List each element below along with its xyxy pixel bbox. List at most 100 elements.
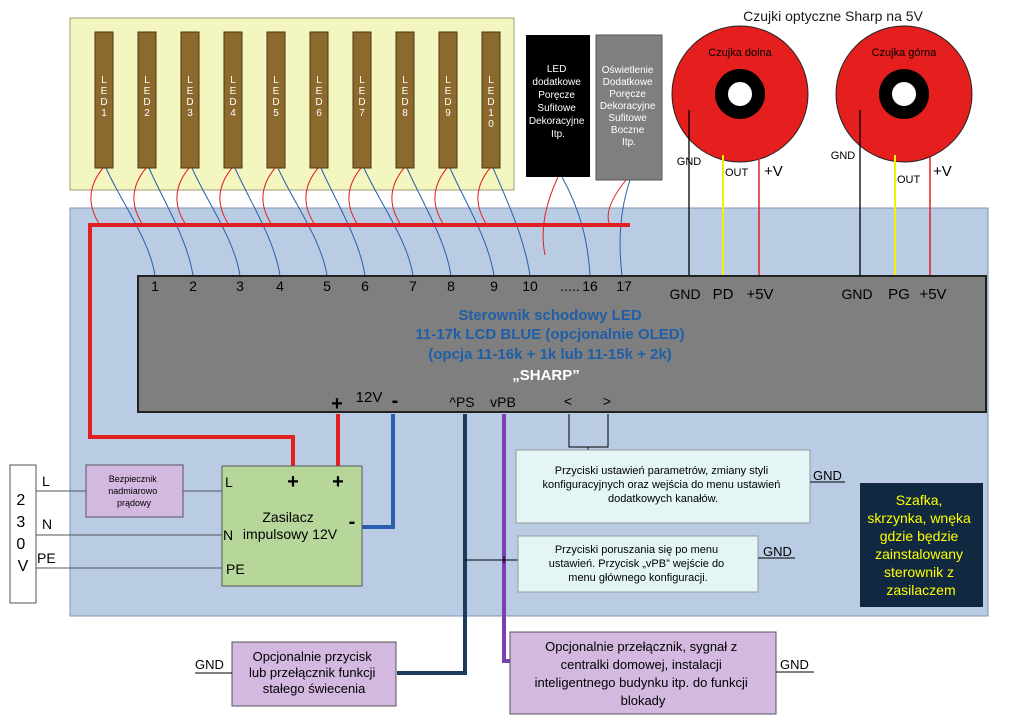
pin-minus-label: - [392,390,399,412]
psu-pe-label: PE [226,561,245,577]
opt-switch-box [509,631,777,715]
led-strip-6 [309,31,329,169]
opt-button-text: Opcjonalnie przycisk lub przełącznik fun… [249,649,379,696]
opt-button-box [231,641,397,707]
led-wire-blue [234,167,281,277]
mains-n-label: N [42,516,52,532]
controller-model: „SHARP” [512,367,580,384]
led-wire-red [391,167,405,226]
psu-box [221,465,363,587]
fuse-box [85,464,184,518]
channel-label: 2 [189,278,197,294]
led-strip-3 [180,31,200,169]
mains-voltage: 2 3 0 V [16,492,29,575]
extra-led-wire-red [542,176,559,256]
led-wire-blue [363,167,414,277]
led-wire-red [262,167,276,226]
lighting-text: Oświetlenie Dodatkowe Poręcze Dekoracyjn… [600,65,658,148]
channel-label: 4 [276,278,284,294]
extra-led-box [526,35,590,177]
pin-lt-label: < [564,393,572,409]
led-wire-red [219,167,233,226]
pin-plus-label: + [331,393,343,415]
psu-label: Zasilacz impulsowy 12V [243,509,338,542]
mains-box [9,464,37,604]
pin-pb-label: vPB [490,394,516,410]
led-wire-red [305,167,319,226]
cabinet-text: Szafka, skrzynka, wnęka gdzie będzie zai… [867,492,974,598]
led-strip-10 [481,31,501,169]
sensor-upper-v-label: +V [933,163,952,180]
psu-n-label: N [223,527,233,543]
led-wire-red [434,167,448,226]
channel-label: 17 [616,278,632,294]
led-wire-blue [406,167,452,277]
channel-label: 8 [447,278,455,294]
led-wire-blue [320,167,366,277]
mains-pe-label: PE [37,550,56,566]
led-wire-red [477,167,491,226]
channel-label: 6 [361,278,369,294]
controller-pin-5v-upper: +5V [919,286,946,303]
pin-gt-label: > [603,393,611,409]
led-wire-red [348,167,362,226]
sensor-upper-label: Czujka górna [872,47,938,59]
psu-plus1-label: + [287,471,299,493]
led-wire-blue [148,167,194,277]
sensor-lower-out-label: OUT [725,167,749,179]
led-wire-blue [492,167,531,277]
led-strip-8 [395,31,415,169]
opt-switch-text: Opcjonalnie przełącznik, sygnał z centra… [535,639,752,708]
controller-pin-gnd-lower: GND [669,286,700,302]
channel-label: 16 [582,278,598,294]
psu-plus2-label: + [332,471,344,493]
psu-minus-label: - [349,511,356,533]
sensor-upper-gnd-label: GND [831,150,856,162]
led-strip-4 [223,31,243,169]
sensor-upper-out-label: OUT [897,174,921,186]
wire-ps [397,414,467,675]
psu-l-label: L [225,474,233,490]
led-strip-1 [94,31,114,169]
nav-info-text: Przyciski poruszania się po menu ustawie… [549,544,728,584]
sensor-lower-gnd-label: GND [677,156,702,168]
controller-pin-5v-lower: +5V [746,286,773,303]
led-strip-5 [266,31,286,169]
sensors-header: Czujki optyczne Sharp na 5V [743,8,923,24]
nav-info-box [517,535,759,593]
controller-title: Sterownik schodowy LED [458,307,642,324]
led-strip-2 [137,31,157,169]
led-wire-blue [105,167,156,277]
channel-label: 5 [323,278,331,294]
sensor-lower: Czujka dolna [671,25,809,163]
sensor-upper: Czujka górna [835,25,973,163]
led-wire-red [90,167,104,226]
controller [137,275,987,413]
opt-switch-gnd-label: GND [780,657,809,672]
controller-line-2: 11-17k LCD BLUE (opcjonalnie OLED) [415,326,684,343]
wire-12v-minus [358,414,395,529]
controller-pin-pd: PD [713,286,734,303]
fuse-text: Bezpiecznik nadmiarowo prądowy [108,474,160,508]
channel-label: 7 [409,278,417,294]
channel-label: 10 [522,278,538,294]
settings-info-text: Przyciski ustawień parametrów, zmiany st… [543,465,784,505]
opt-button-gnd-label: GND [195,657,224,672]
controller-pin-gnd-upper: GND [841,286,872,302]
channel-label: 9 [490,278,498,294]
lighting-box [595,34,663,181]
channel-label: 3 [236,278,244,294]
lighting-wire-red [607,179,627,226]
sensor-lower-v-label: +V [764,163,783,180]
